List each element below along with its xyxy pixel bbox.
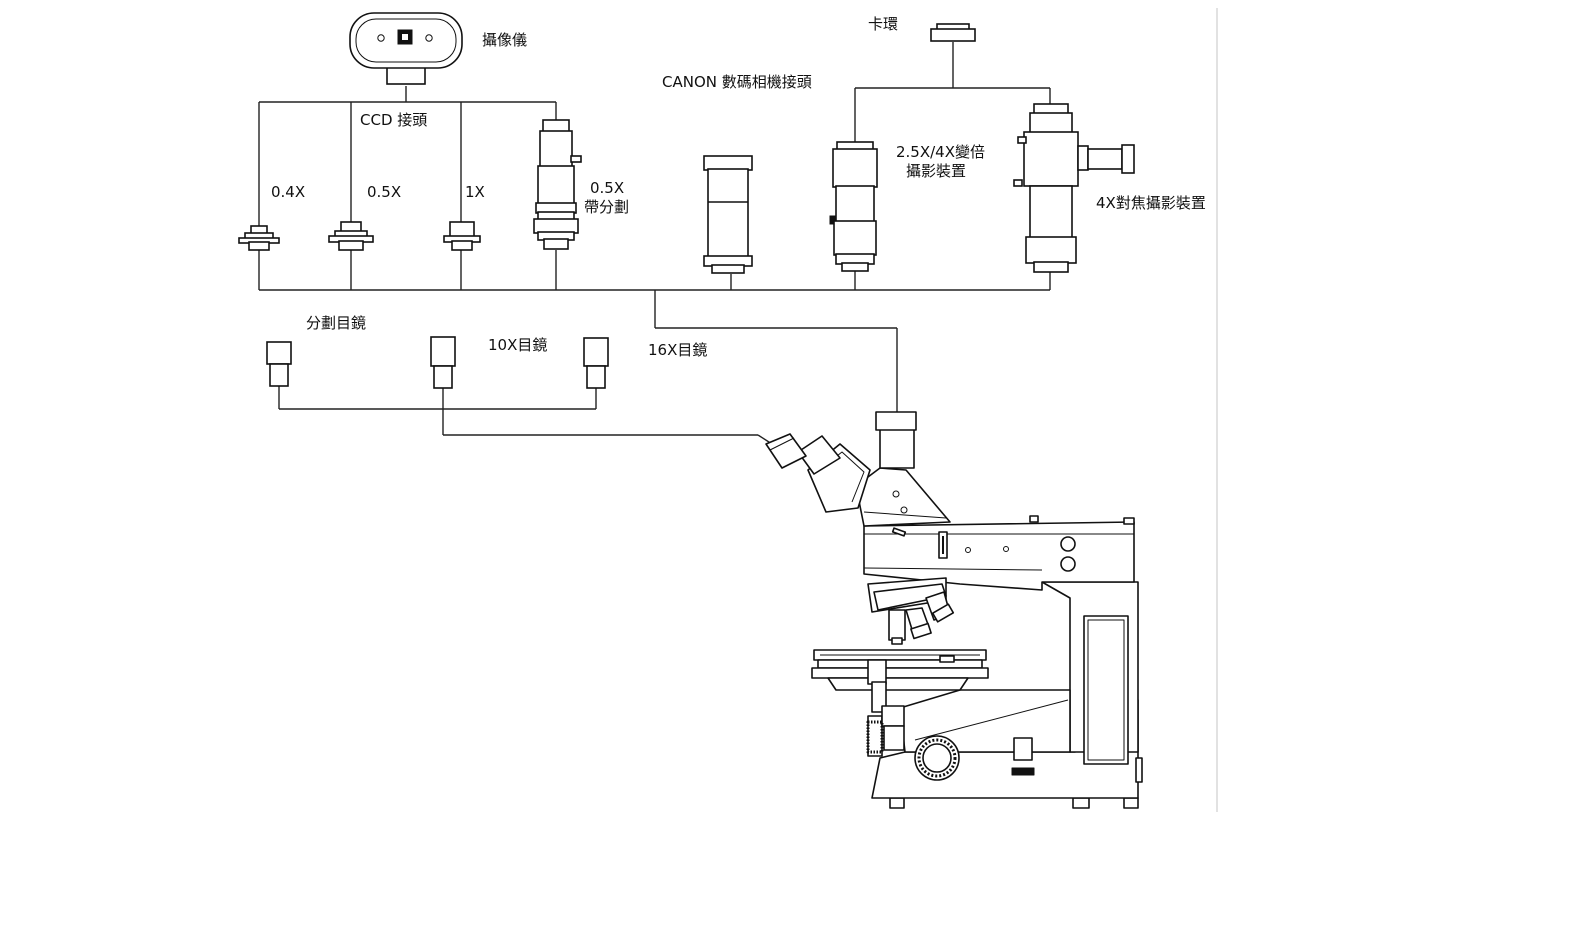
camera-icon <box>349 12 463 85</box>
label-zoom-line1: 2.5X/4X變倍 <box>896 143 985 161</box>
reticle-eyepiece-icon <box>266 341 292 387</box>
label-reticle-eyepiece: 分劃目鏡 <box>306 314 366 332</box>
label-clamp-ring: 卡環 <box>868 15 898 33</box>
eyepiece-10x-icon <box>430 336 456 389</box>
zoom-photo-device-icon <box>829 141 878 272</box>
label-zoom-line2: 攝影裝置 <box>906 162 966 180</box>
focus-photo-device-icon <box>1013 103 1135 273</box>
label-eyepiece-10x: 10X目鏡 <box>488 336 547 354</box>
microscope-icon <box>765 411 1143 809</box>
adapter-1x-icon <box>443 221 481 251</box>
label-ccd-adapter: CCD 接頭 <box>360 111 427 129</box>
label-05x-reticle-line2: 帶分劃 <box>584 198 629 216</box>
adapter-04x-icon <box>238 225 280 251</box>
eyepiece-16x-icon <box>583 337 609 389</box>
label-focus-photo: 4X對焦攝影裝置 <box>1096 194 1206 212</box>
adapter-05x-reticle-icon <box>533 119 582 250</box>
label-04x: 0.4X <box>271 183 305 201</box>
label-camera: 攝像儀 <box>482 31 527 49</box>
clamp-ring-icon <box>930 23 976 42</box>
label-eyepiece-16x: 16X目鏡 <box>648 341 707 359</box>
label-canon-adapter: CANON 數碼相機接頭 <box>662 73 812 91</box>
connector-lines <box>258 42 1051 445</box>
label-1x: 1X <box>465 183 485 201</box>
label-05x-reticle-line1: 0.5X <box>590 179 624 197</box>
label-05x: 0.5X <box>367 183 401 201</box>
canon-adapter-icon <box>703 155 753 274</box>
diagram-labels: 攝像儀 CCD 接頭 0.4X 0.5X 1X 0.5X 帶分劃 CANON 數… <box>271 15 1206 359</box>
adapter-05x-icon <box>328 221 374 251</box>
